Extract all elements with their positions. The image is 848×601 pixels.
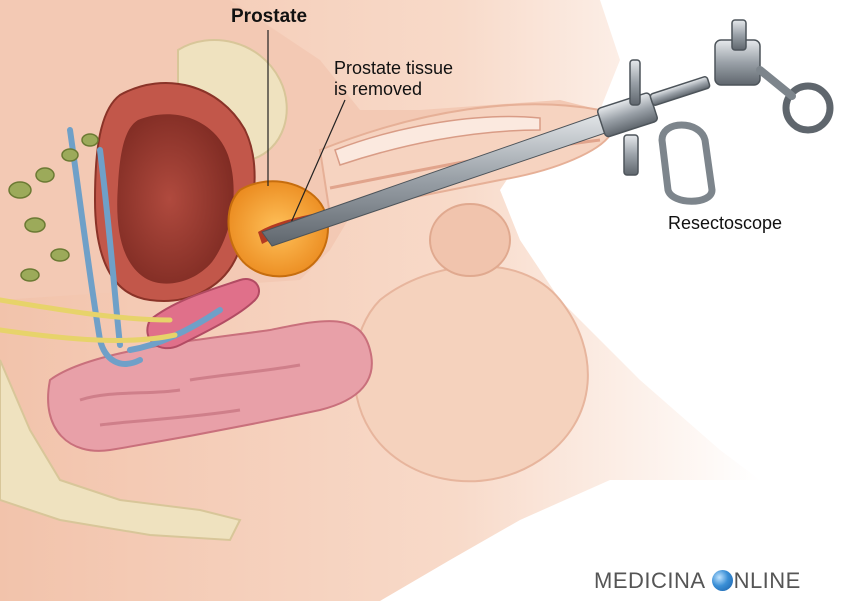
rectum-folds xyxy=(79,363,301,427)
sacrum xyxy=(0,359,242,542)
seminal-vesicles xyxy=(146,278,260,350)
yellow-nerves xyxy=(0,297,178,343)
label-resectoscope: Resectoscope xyxy=(668,213,783,233)
tissue-leader-line xyxy=(289,99,346,226)
corpus-cavernosum xyxy=(334,115,541,166)
scrotum xyxy=(353,265,589,483)
watermark-logo: MEDICINA NLINE xyxy=(594,568,801,594)
lymph-nodes xyxy=(8,133,99,282)
label-tissue-line2: is removed xyxy=(334,79,423,99)
label-tissue-removed: Prostate tissue is removed xyxy=(334,58,453,100)
bladder-lumen xyxy=(117,114,234,284)
ring-connector xyxy=(756,66,796,100)
watermark-text-1: MEDICINA xyxy=(594,568,706,593)
label-prostate: Prostate xyxy=(231,6,308,27)
rectum xyxy=(47,320,373,452)
globe-icon xyxy=(711,570,733,591)
watermark-text-2: NLINE xyxy=(733,568,801,593)
resectoscope-handle xyxy=(596,19,761,176)
label-tissue-line1: Prostate tissue xyxy=(334,58,454,78)
finger-loop-left xyxy=(658,121,716,205)
testis xyxy=(429,203,511,277)
finger-ring-right xyxy=(782,82,834,134)
